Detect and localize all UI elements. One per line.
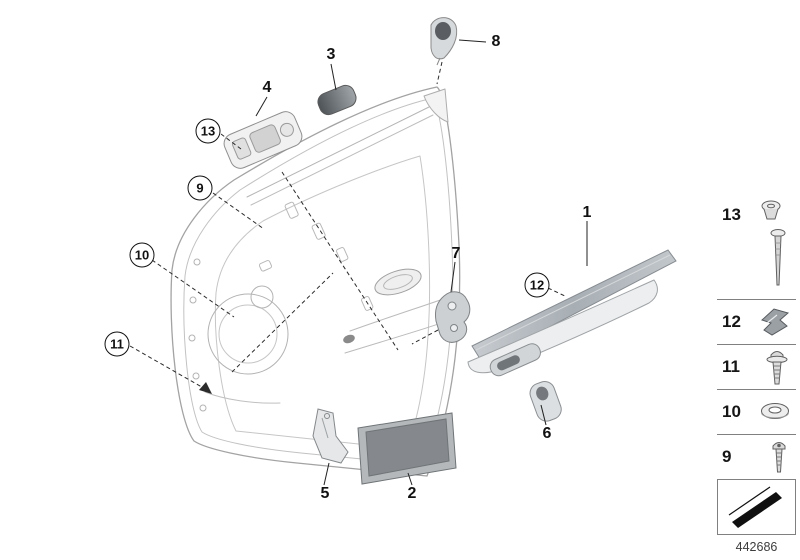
legend-label: 11 [722,357,740,376]
torx-screw-icon [772,442,786,473]
wedge-icon [728,486,782,528]
callout-1[interactable]: 1 [582,204,592,221]
legend-item-13[interactable]: 13 [717,196,796,300]
callout-2[interactable]: 2 [407,485,417,502]
callout-7[interactable]: 7 [451,245,461,262]
legend-label: 9 [722,447,732,466]
callout-10[interactable]: 10 [129,242,155,268]
callout-9[interactable]: 9 [187,175,213,201]
expansion-rivet-icon [761,200,786,286]
legend-item-12[interactable]: 12 [717,300,796,345]
diagram-number: 442686 [735,540,778,554]
legend-item-wedge[interactable] [717,480,796,535]
callout-13[interactable]: 13 [195,118,221,144]
legend-item-10[interactable]: 10 [717,390,796,435]
callout-8[interactable]: 8 [491,33,501,50]
callout-4[interactable]: 4 [262,79,272,96]
legend-label: 12 [722,312,741,331]
callout-11[interactable]: 11 [104,331,130,357]
legend-label: 10 [722,402,741,421]
fastener-legend: 13 12 11 [717,196,796,535]
callout-12[interactable]: 12 [524,272,550,298]
callout-5[interactable]: 5 [320,485,330,502]
legend-label: 13 [722,205,741,224]
grommet-icon [761,403,789,419]
legend-item-11[interactable]: 11 [717,345,796,390]
flange-screw-icon [766,351,788,385]
legend-item-9[interactable]: 9 [717,435,796,480]
callout-3[interactable]: 3 [326,46,336,63]
spring-clip-icon [761,308,790,336]
callout-6[interactable]: 6 [542,425,552,442]
